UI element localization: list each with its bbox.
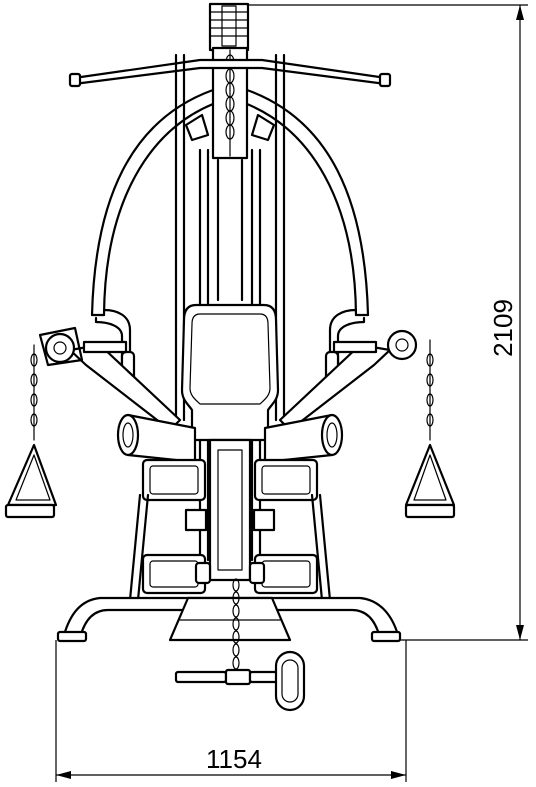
press-arms [90, 88, 370, 317]
right-side-pulley-arm [278, 329, 418, 432]
upper-roller-pads [116, 413, 344, 464]
seat-back-pad [180, 303, 280, 442]
top-pulley-tower [208, 2, 250, 160]
seat-pads [141, 458, 319, 502]
base-frame [56, 596, 402, 643]
right-cable-handle [404, 339, 456, 519]
left-side-pulley-arm [38, 326, 182, 432]
lat-pulldown-bar [68, 58, 392, 88]
lower-frame [128, 493, 332, 602]
height-dimension-label: 2109 [488, 299, 518, 357]
top-chain [225, 54, 235, 140]
width-dimension: 1154 [55, 640, 407, 782]
left-cable-handle [4, 344, 58, 519]
height-dimension: 2109 [248, 4, 528, 641]
lower-leg-pads [141, 553, 319, 595]
low-pulley-bar [174, 650, 306, 712]
width-dimension-label: 1154 [206, 744, 262, 774]
seat-post [208, 438, 252, 582]
